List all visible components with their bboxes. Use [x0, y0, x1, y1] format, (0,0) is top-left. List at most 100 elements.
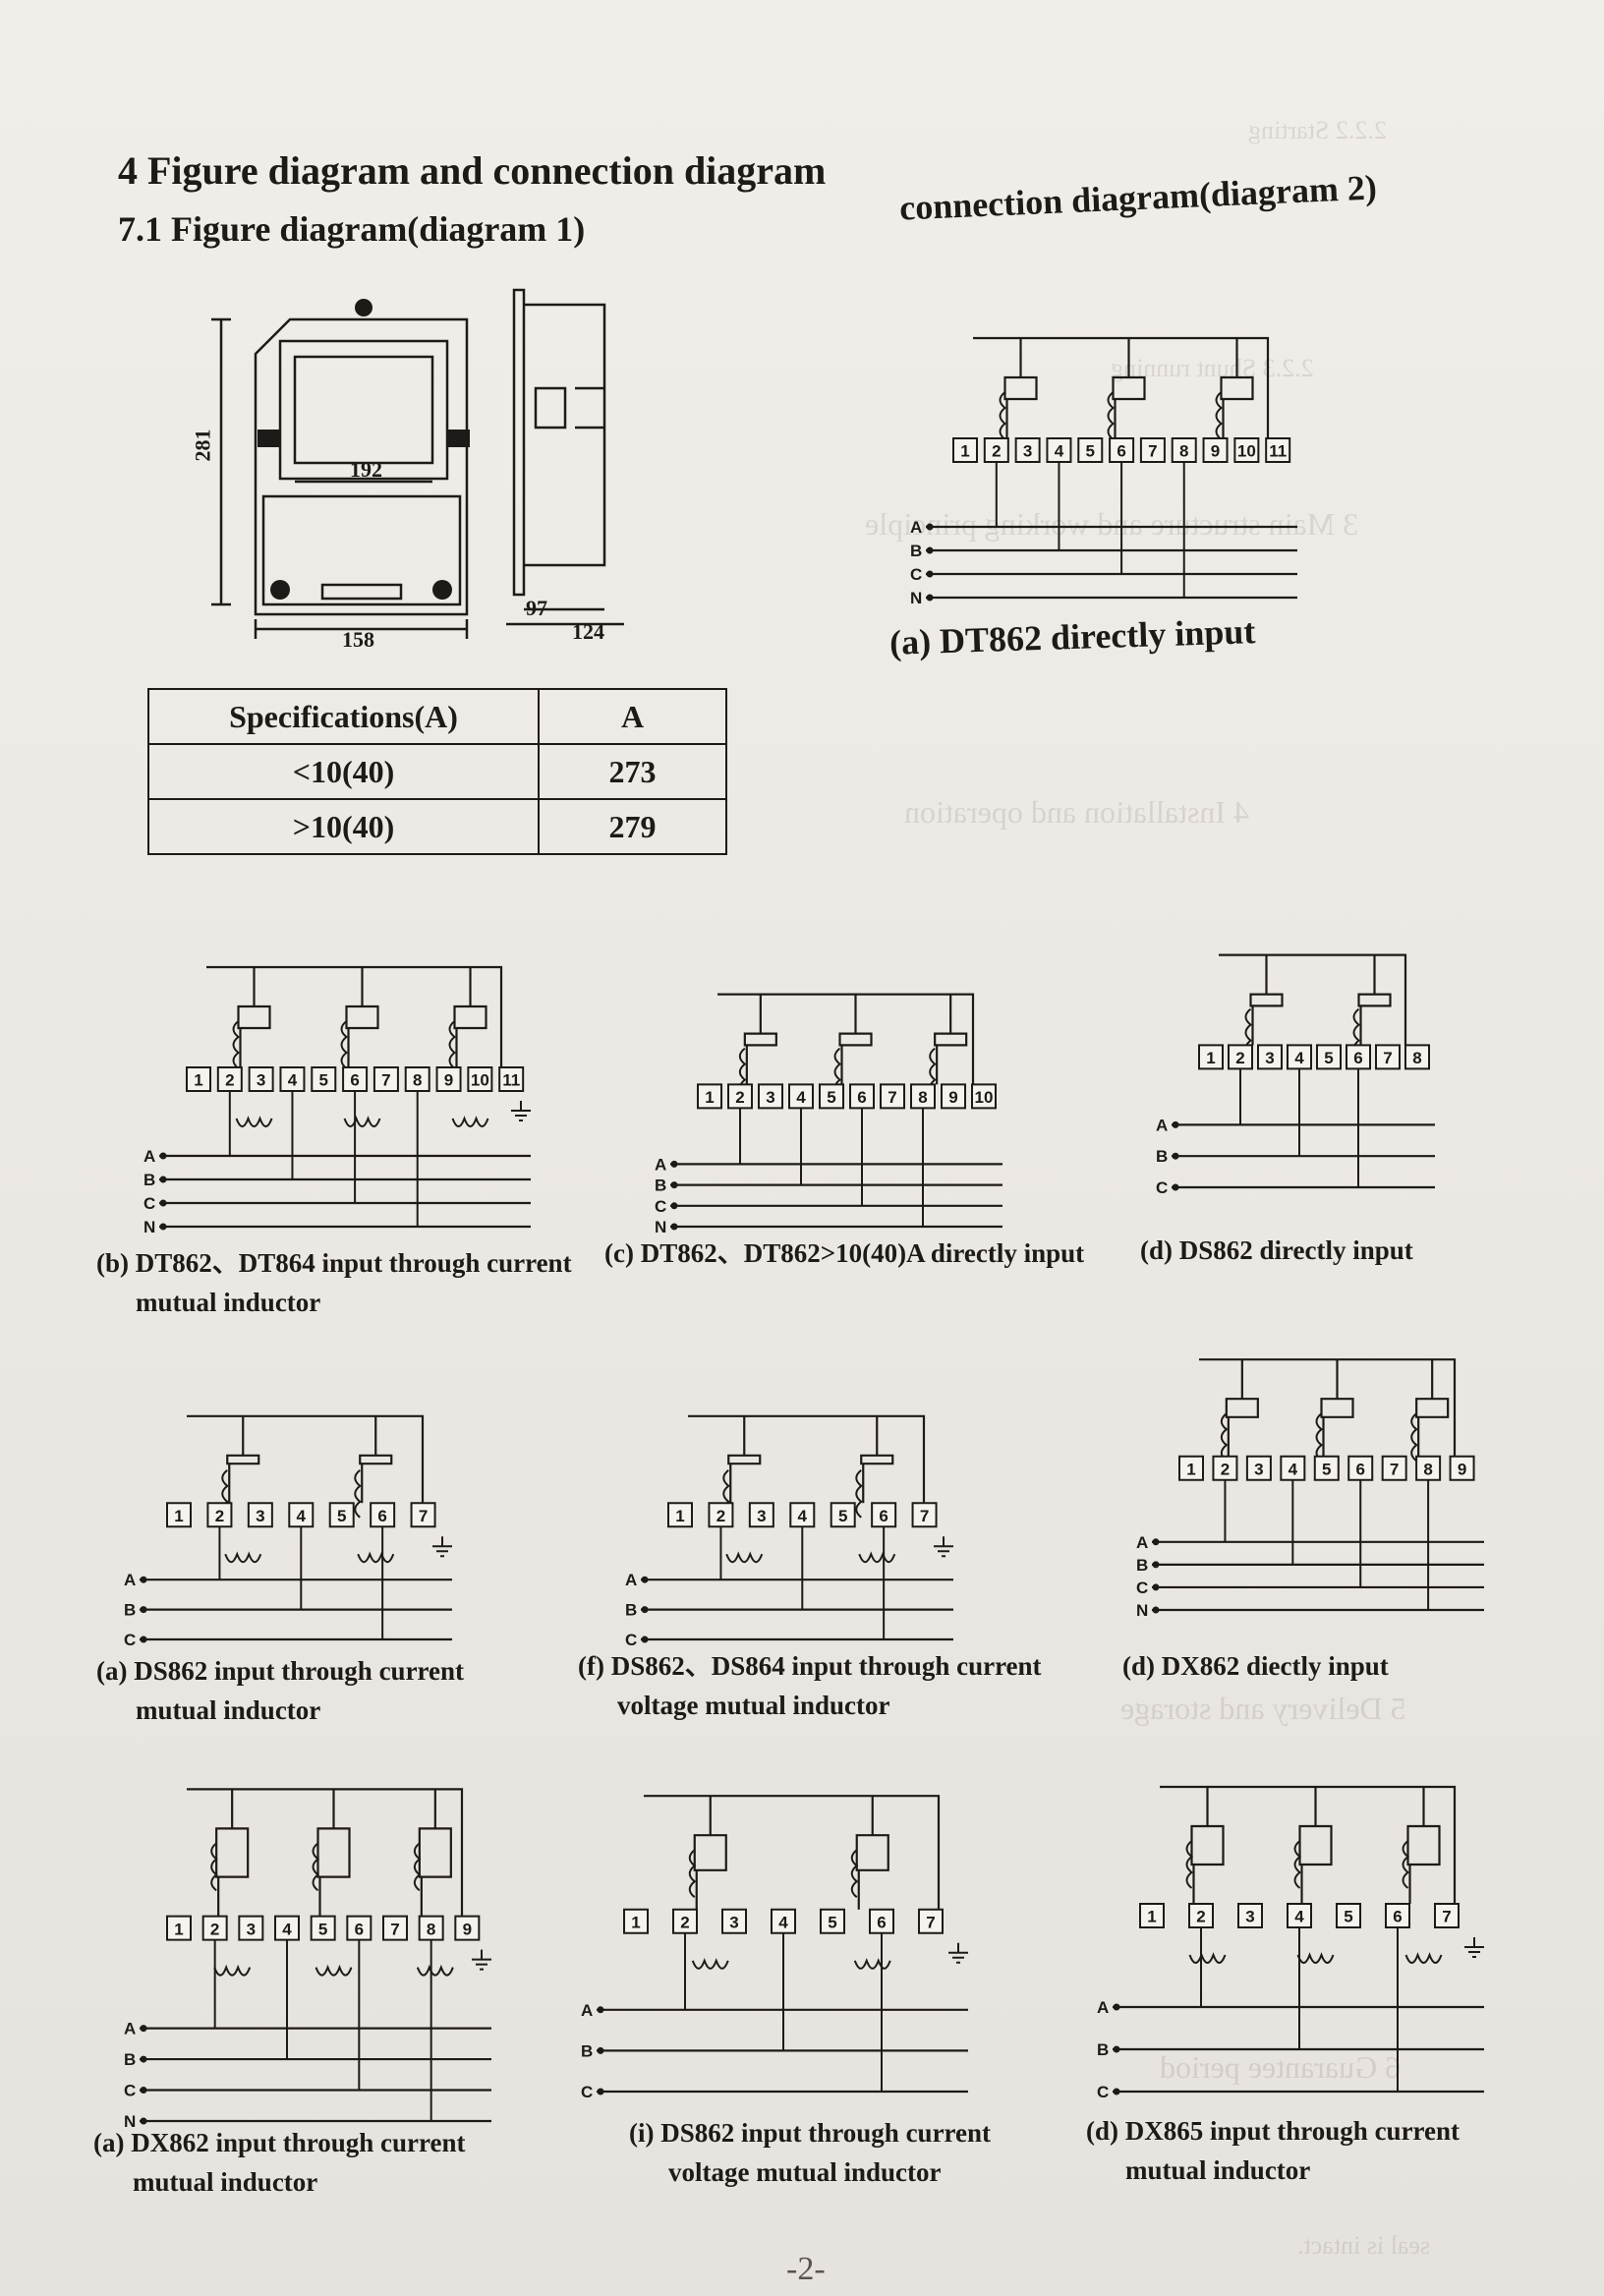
- phase-label: N: [910, 589, 922, 607]
- terminal-label: 2: [735, 1088, 744, 1107]
- terminal-box: [280, 1067, 304, 1091]
- terminal-label: 1: [675, 1507, 684, 1525]
- phase-label: B: [655, 1177, 666, 1195]
- ground-icon: [934, 1536, 953, 1556]
- terminal-label: 7: [381, 1071, 390, 1090]
- voltage-coil: [1227, 1399, 1258, 1417]
- terminal-label: 7: [390, 1920, 399, 1938]
- supply-node: [926, 546, 934, 554]
- voltage-coil: [1359, 995, 1391, 1006]
- caption-e-line1: (a) DS862 input through current: [96, 1656, 465, 1686]
- terminal-label: 2: [680, 1914, 689, 1932]
- current-transformer: [316, 1968, 352, 1976]
- phase-label: B: [143, 1171, 155, 1189]
- terminal-label: 3: [757, 1507, 766, 1525]
- terminal-label: 4: [796, 1088, 806, 1107]
- terminal-box: [673, 1910, 697, 1933]
- supply-node: [670, 1223, 678, 1231]
- supply-node: [641, 1636, 649, 1643]
- terminal-box: [1110, 438, 1133, 462]
- terminal-label: 2: [225, 1071, 234, 1090]
- terminal-label: 6: [377, 1507, 386, 1525]
- terminal-label: 2: [215, 1507, 224, 1525]
- caption-j: (d) DX865 input through current mutual i…: [1086, 2111, 1460, 2190]
- terminal-box: [207, 1503, 231, 1526]
- terminal-box: [1238, 1904, 1262, 1927]
- table-cell: <10(40): [147, 743, 540, 800]
- phase-label: A: [625, 1571, 637, 1589]
- caption-j-line2: mutual inductor: [1125, 2155, 1311, 2185]
- terminal-label: 5: [838, 1507, 847, 1525]
- terminal-label: 10: [975, 1088, 994, 1107]
- inner-dim-label: 97: [526, 596, 547, 620]
- terminal-label: 8: [1423, 1461, 1432, 1479]
- terminal-label: 1: [960, 442, 969, 461]
- phase-label: B: [124, 1601, 136, 1620]
- coil-winding: [1317, 1413, 1322, 1461]
- terminal-label: 10: [1237, 442, 1256, 461]
- table-row: >10(40) 279: [147, 798, 727, 855]
- current-transformer: [855, 1961, 890, 1969]
- terminal-box: [1376, 1045, 1400, 1068]
- supply-node: [1152, 1561, 1160, 1569]
- phase-label: N: [143, 1218, 155, 1236]
- phase-label: C: [1097, 2083, 1109, 2101]
- caption-d: (d) DS862 directly input: [1140, 1235, 1413, 1265]
- terminal-label: 2: [716, 1507, 725, 1525]
- terminal-box: [374, 1067, 398, 1091]
- supply-node: [641, 1576, 649, 1583]
- phase-label: A: [124, 2020, 136, 2038]
- terminal-box: [919, 1910, 943, 1933]
- supply-node: [140, 2117, 147, 2125]
- terminal-box: [347, 1917, 371, 1940]
- bleed-through-1: 2.2.2 Starting: [1248, 116, 1387, 144]
- caption-i-line1: (i) DS862 input through current: [629, 2118, 992, 2148]
- terminal-label: 6: [1117, 442, 1125, 461]
- caption-h-line2: mutual inductor: [133, 2167, 318, 2197]
- terminal-box: [985, 438, 1008, 462]
- terminal-box: [187, 1067, 210, 1091]
- terminal-box: [330, 1503, 354, 1526]
- coil-winding: [1217, 392, 1222, 439]
- terminal-label: 5: [319, 1071, 328, 1090]
- supply-node: [670, 1160, 678, 1168]
- terminal-box: [218, 1067, 242, 1091]
- terminal-label: 7: [419, 1507, 428, 1525]
- terminal-label: 3: [766, 1088, 774, 1107]
- coil-winding: [690, 1850, 695, 1897]
- terminal-box: [881, 1084, 904, 1108]
- terminal-box: [953, 438, 977, 462]
- terminal-label: 9: [444, 1071, 453, 1090]
- current-transformer: [1406, 1955, 1442, 1963]
- bleed-through-5: 5 Delivery and storage: [1120, 1691, 1406, 1726]
- terminal-box: [412, 1503, 435, 1526]
- terminal-box: [167, 1503, 191, 1526]
- terminal-box: [1140, 1904, 1164, 1927]
- terminal-box: [455, 1917, 479, 1940]
- ground-icon: [1464, 1937, 1484, 1957]
- terminal-label: 6: [1355, 1461, 1364, 1479]
- terminal-label: 4: [288, 1071, 298, 1090]
- terminal-box: [820, 1084, 843, 1108]
- terminal-label: 2: [210, 1920, 219, 1938]
- voltage-coil: [239, 1006, 270, 1028]
- terminal-box: [1288, 1045, 1311, 1068]
- terminal-box: [1315, 1457, 1339, 1480]
- terminal-box: [1078, 438, 1102, 462]
- supply-node: [1172, 1120, 1179, 1128]
- phase-label: N: [124, 2112, 136, 2131]
- voltage-coil: [1192, 1826, 1224, 1865]
- terminal-box: [821, 1910, 844, 1933]
- terminal-label: 3: [247, 1920, 256, 1938]
- terminal-box: [759, 1084, 782, 1108]
- terminal-label: 1: [631, 1914, 640, 1932]
- terminal-label: 10: [471, 1071, 489, 1090]
- terminal-box: [709, 1503, 732, 1526]
- supply-node: [140, 2055, 147, 2063]
- depth-dim-label: 124: [572, 619, 604, 644]
